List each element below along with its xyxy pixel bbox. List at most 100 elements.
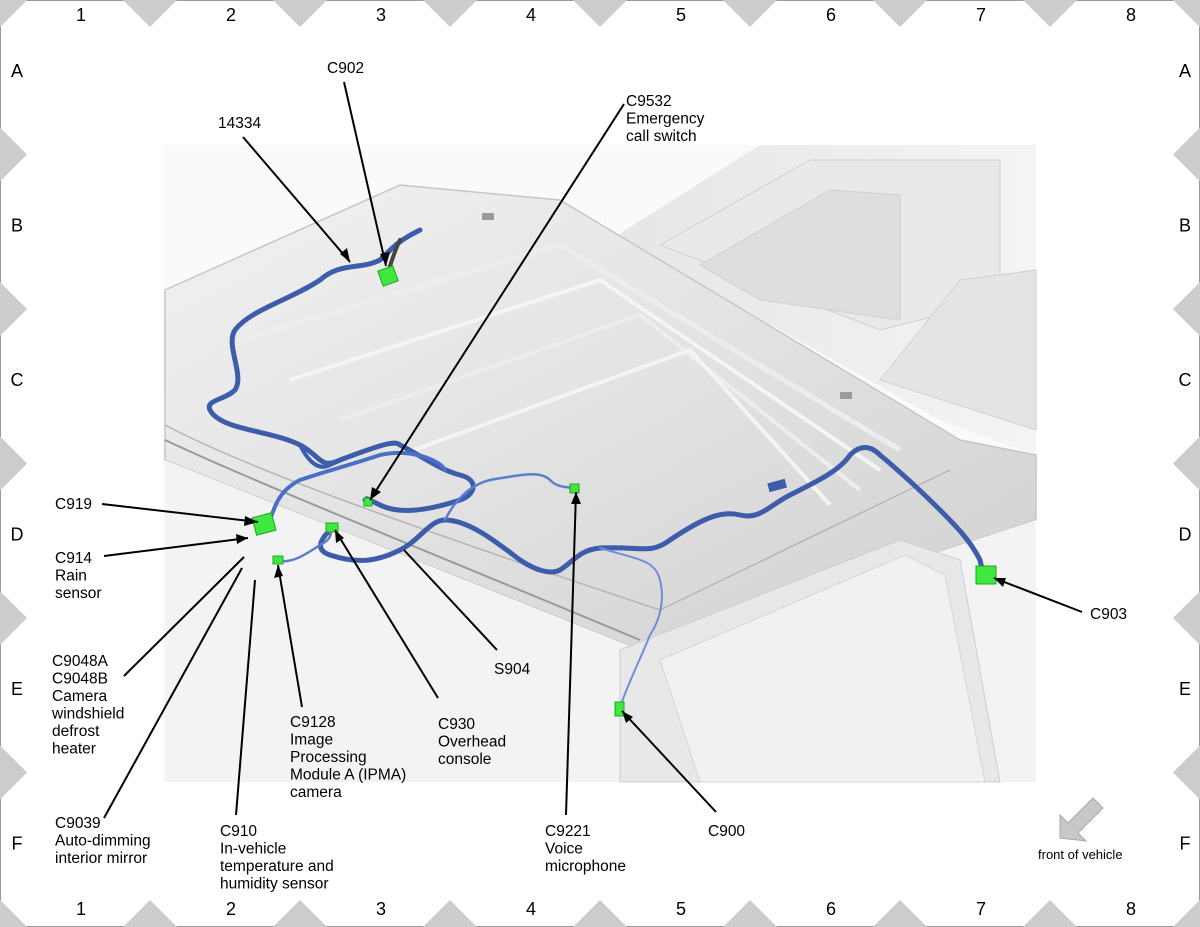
grid-diamond <box>423 0 477 27</box>
grid-diamond <box>0 900 27 927</box>
wiring-harness <box>206 227 988 709</box>
label-line: Image <box>290 732 333 749</box>
grid-row-label: D <box>1179 525 1192 545</box>
grid-row-label: D <box>11 525 24 545</box>
grid-column-label: 8 <box>1126 5 1136 25</box>
grid-diamond <box>1173 436 1200 491</box>
label-line: interior mirror <box>55 850 147 867</box>
grid-diamond <box>873 900 927 927</box>
grid-row-label: B <box>1179 216 1191 236</box>
label-line: temperature and <box>220 858 334 875</box>
grid-row-label: A <box>11 61 23 81</box>
label-line: windshield <box>51 706 124 723</box>
connector-c900 <box>614 701 625 717</box>
front-of-vehicle-label: front of vehicle <box>1038 847 1123 862</box>
grid-diamond <box>0 127 27 182</box>
grid-column-label: 5 <box>676 899 686 919</box>
grid-diamond <box>423 900 477 927</box>
label-line: Module A (IPMA) <box>290 767 406 784</box>
label-line: Voice <box>545 841 583 858</box>
grid-column-label: 7 <box>976 5 986 25</box>
label-line: sensor <box>55 585 102 602</box>
label-c903: C903 <box>1090 606 1127 623</box>
connector-c903 <box>975 565 997 585</box>
grid-column-label: 4 <box>526 5 536 25</box>
grid-diamond <box>1173 0 1200 27</box>
grid-row-label: B <box>11 216 23 236</box>
grid-diamond <box>723 0 777 27</box>
grid-diamond <box>1173 591 1200 645</box>
grid-diamond <box>0 0 27 27</box>
grid-column-label: 1 <box>76 899 86 919</box>
label-line: C9039 <box>55 815 101 832</box>
label-line: console <box>438 751 491 768</box>
grid-column-label: 4 <box>526 899 536 919</box>
connector-c919 <box>251 512 277 536</box>
grid-row-label: A <box>1179 61 1191 81</box>
label-line: C910 <box>220 823 257 840</box>
connectors <box>251 265 997 717</box>
label-line: C9221 <box>545 823 591 840</box>
grid-diamond <box>123 0 177 27</box>
grid-diamond <box>123 900 177 927</box>
grid-row-label: C <box>11 370 24 390</box>
label-c902: C902 <box>327 60 364 77</box>
grid-diamond <box>873 0 927 27</box>
label-line: C9532 <box>626 93 672 110</box>
label-line: microphone <box>545 858 626 875</box>
grid-column-label: 8 <box>1126 899 1136 919</box>
grid-diamond <box>573 900 627 927</box>
grid-diamond <box>1173 127 1200 182</box>
front-of-vehicle-indicator: front of vehicle <box>1038 797 1123 862</box>
grid-diamond <box>0 745 27 800</box>
grid-diamond <box>1173 282 1200 336</box>
grid-column-label: 5 <box>676 5 686 25</box>
label-line: Emergency <box>626 111 705 128</box>
label-line: Overhead <box>438 734 506 751</box>
grid-row-label: C <box>1179 370 1192 390</box>
grid-row-label: E <box>1179 679 1191 699</box>
grid-column-label: 6 <box>826 899 836 919</box>
label-14334: 14334 <box>218 115 261 132</box>
connector-c9532 <box>363 497 373 507</box>
grid-row-label: F <box>1180 834 1191 854</box>
connector-c930 <box>325 522 339 533</box>
grid-diamond <box>723 900 777 927</box>
label-line: Auto-dimming <box>55 833 151 850</box>
grid-diamond <box>1173 900 1200 927</box>
grid-diamond <box>273 0 327 27</box>
grid-diamond <box>0 282 27 336</box>
label-line: C9048B <box>52 671 108 688</box>
label-line: In-vehicle <box>220 841 286 858</box>
label-c900: C900 <box>708 823 745 840</box>
label-line: C9048A <box>52 653 109 670</box>
arrow-down-left-icon <box>1059 797 1104 842</box>
label-line: call switch <box>626 128 697 145</box>
grid-diamond <box>1023 0 1077 27</box>
label-s904: S904 <box>494 661 531 678</box>
grid-column-label: 1 <box>76 5 86 25</box>
grid-diamond <box>573 0 627 27</box>
grid-column-label: 6 <box>826 5 836 25</box>
label-line: C9128 <box>290 714 336 731</box>
leader-lines <box>101 81 1083 819</box>
grid-diamond <box>273 900 327 927</box>
label-line: defrost <box>52 723 100 740</box>
label-line: camera <box>290 784 342 801</box>
label-line: Processing <box>290 749 367 766</box>
grid-diamond <box>1023 900 1077 927</box>
label-line: humidity sensor <box>220 876 329 893</box>
grid-column-label: 3 <box>376 899 386 919</box>
label-line: C930 <box>438 716 475 733</box>
label-c919: C919 <box>55 496 92 513</box>
